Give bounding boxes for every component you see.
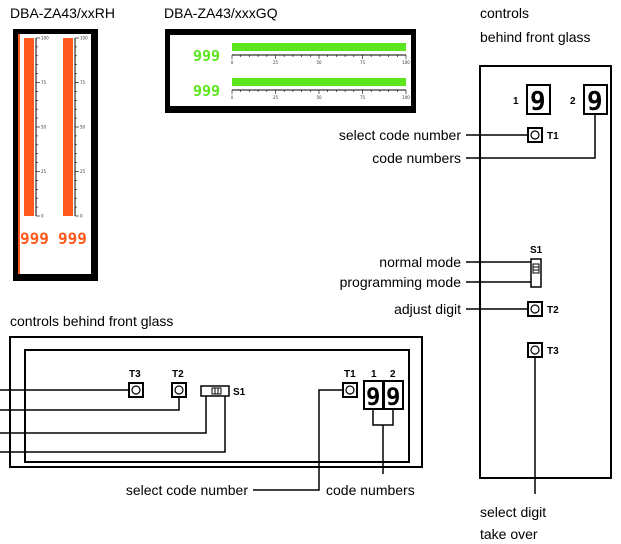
right-label-take-over: take over — [480, 526, 538, 542]
rh-scale-label-2-75: 75 — [80, 80, 86, 85]
meter-gq-bar-1 — [232, 43, 406, 51]
right-digit-window-1 — [526, 84, 551, 115]
meter-rh-scales: 100 75 50 25 0 100 75 50 25 0 — [35, 36, 88, 219]
meter-rh-bar-2 — [63, 38, 73, 216]
title-rh: DBA-ZA43/xxRH — [10, 5, 115, 21]
meter-gq-readout-2: 999 — [193, 82, 220, 100]
right-t3-label: T3 — [547, 346, 559, 357]
bottom-t3-label: T3 — [129, 369, 141, 380]
rh-scale-label-1-75: 75 — [41, 80, 47, 85]
bottom-t2-button[interactable] — [171, 382, 187, 398]
gq-scale-label-2-50: 50 — [316, 95, 322, 100]
gq-scale-label-1-100: 100 — [402, 60, 410, 65]
right-t1-label: T1 — [547, 131, 559, 142]
right-digit-1: 9 — [530, 87, 546, 117]
rh-scale-label-1-100: 100 — [41, 36, 49, 41]
right-t1-button[interactable] — [527, 127, 543, 143]
bottom-digit-2: 9 — [386, 383, 400, 411]
rh-scale-label-1-0: 0 — [41, 214, 44, 219]
right-digit-2: 9 — [587, 87, 603, 117]
gq-scale-label-1-25: 25 — [273, 60, 279, 65]
right-s1-lever — [532, 263, 540, 274]
gq-scale-label-2-0: 0 — [231, 95, 234, 100]
bottom-t1-knob — [345, 385, 355, 395]
bottom-s1-lever — [211, 387, 222, 395]
title-bottom: controls behind front glass — [10, 313, 173, 329]
gq-scale-label-2-25: 25 — [273, 95, 279, 100]
bottom-panel-outer — [9, 336, 423, 468]
bottom-t2-knob — [174, 385, 184, 395]
leader-bottom-code-numbers — [372, 409, 394, 474]
right-t2-label: T2 — [547, 305, 559, 316]
bottom-t3-button[interactable] — [128, 382, 144, 398]
rh-scale-label-1-25: 25 — [41, 169, 47, 174]
title-right-line1: controls — [480, 5, 529, 21]
right-s1-label: S1 — [530, 245, 543, 256]
right-label-programming-mode: programming mode — [340, 274, 462, 290]
right-panel-frame — [479, 65, 612, 479]
right-label-select-digit: select digit — [480, 504, 546, 520]
right-t2-button[interactable] — [527, 301, 543, 317]
bottom-t3-knob — [131, 385, 141, 395]
title-right-line2: behind front glass — [480, 29, 591, 45]
leader-bottom-s1-a — [0, 396, 207, 434]
bottom-t1-button[interactable] — [342, 382, 358, 398]
right-label-select-code-number: select code number — [339, 127, 462, 143]
meter-gq-bar-2 — [232, 78, 406, 86]
leader-right-code-numbers — [466, 114, 596, 159]
right-label-adjust-digit: adjust digit — [394, 301, 461, 317]
gq-scale-label-2-100: 100 — [402, 95, 410, 100]
meter-gq-scale-1: 0 25 50 75 100 — [231, 55, 410, 65]
gq-scale-label-1-0: 0 — [231, 60, 234, 65]
right-digit-label-2: 2 — [570, 96, 576, 107]
meter-rh-readout-2: 999 — [58, 229, 87, 248]
leader-bottom-s1-b — [0, 396, 226, 453]
meter-rh-bar-1 — [24, 38, 34, 216]
right-label-normal-mode: normal mode — [379, 254, 461, 270]
meter-gq-scale-2: 0 25 50 75 100 — [231, 90, 410, 100]
meter-rh-edge — [18, 34, 20, 274]
gq-scale-label-1-75: 75 — [360, 60, 366, 65]
meter-gq-readout-1: 999 — [193, 47, 220, 65]
meter-gq: 999 0 25 50 75 100 999 0 25 50 75 100 — [165, 29, 416, 113]
right-t3-knob — [530, 345, 540, 355]
rh-scale-label-2-50: 50 — [80, 125, 86, 130]
rh-scale-label-2-25: 25 — [80, 169, 86, 174]
rh-scale-label-2-100: 100 — [80, 36, 88, 41]
right-t1-knob — [530, 130, 540, 140]
rh-scale-label-2-0: 0 — [80, 214, 83, 219]
right-t3-button[interactable] — [527, 342, 543, 358]
meter-rh-readout-1: 999 — [20, 229, 49, 248]
bottom-t2-label: T2 — [172, 369, 184, 380]
gq-scale-label-2-75: 75 — [360, 95, 366, 100]
leader-bottom-select-code — [253, 389, 343, 491]
bottom-panel: T3 T2 S1 T1 1 2 9 9 select code number — [0, 336, 423, 498]
bottom-panel-inner — [24, 349, 410, 463]
bottom-digit-label-1: 1 — [371, 369, 377, 380]
leader-bottom-t2 — [0, 397, 180, 411]
meter-rh: 100 75 50 25 0 100 75 50 25 0 999 999 — [13, 29, 98, 281]
bottom-digit-label-2: 2 — [390, 369, 396, 380]
bottom-label-code-numbers: code numbers — [326, 482, 415, 498]
rh-scale-label-1-50: 50 — [41, 125, 47, 130]
right-label-code-numbers: code numbers — [372, 150, 461, 166]
bottom-digit-1: 9 — [366, 383, 380, 411]
bottom-label-select-code-number: select code number — [126, 482, 249, 498]
title-gq: DBA-ZA43/xxxGQ — [164, 5, 278, 21]
bottom-t1-label: T1 — [344, 369, 356, 380]
right-panel: 1 9 2 9 T1 S1 T2 T3 select code number — [339, 65, 612, 542]
bottom-s1-label: S1 — [233, 387, 246, 398]
gq-scale-label-1-50: 50 — [316, 60, 322, 65]
right-t2-knob — [530, 304, 540, 314]
right-digit-label-1: 1 — [513, 96, 519, 107]
